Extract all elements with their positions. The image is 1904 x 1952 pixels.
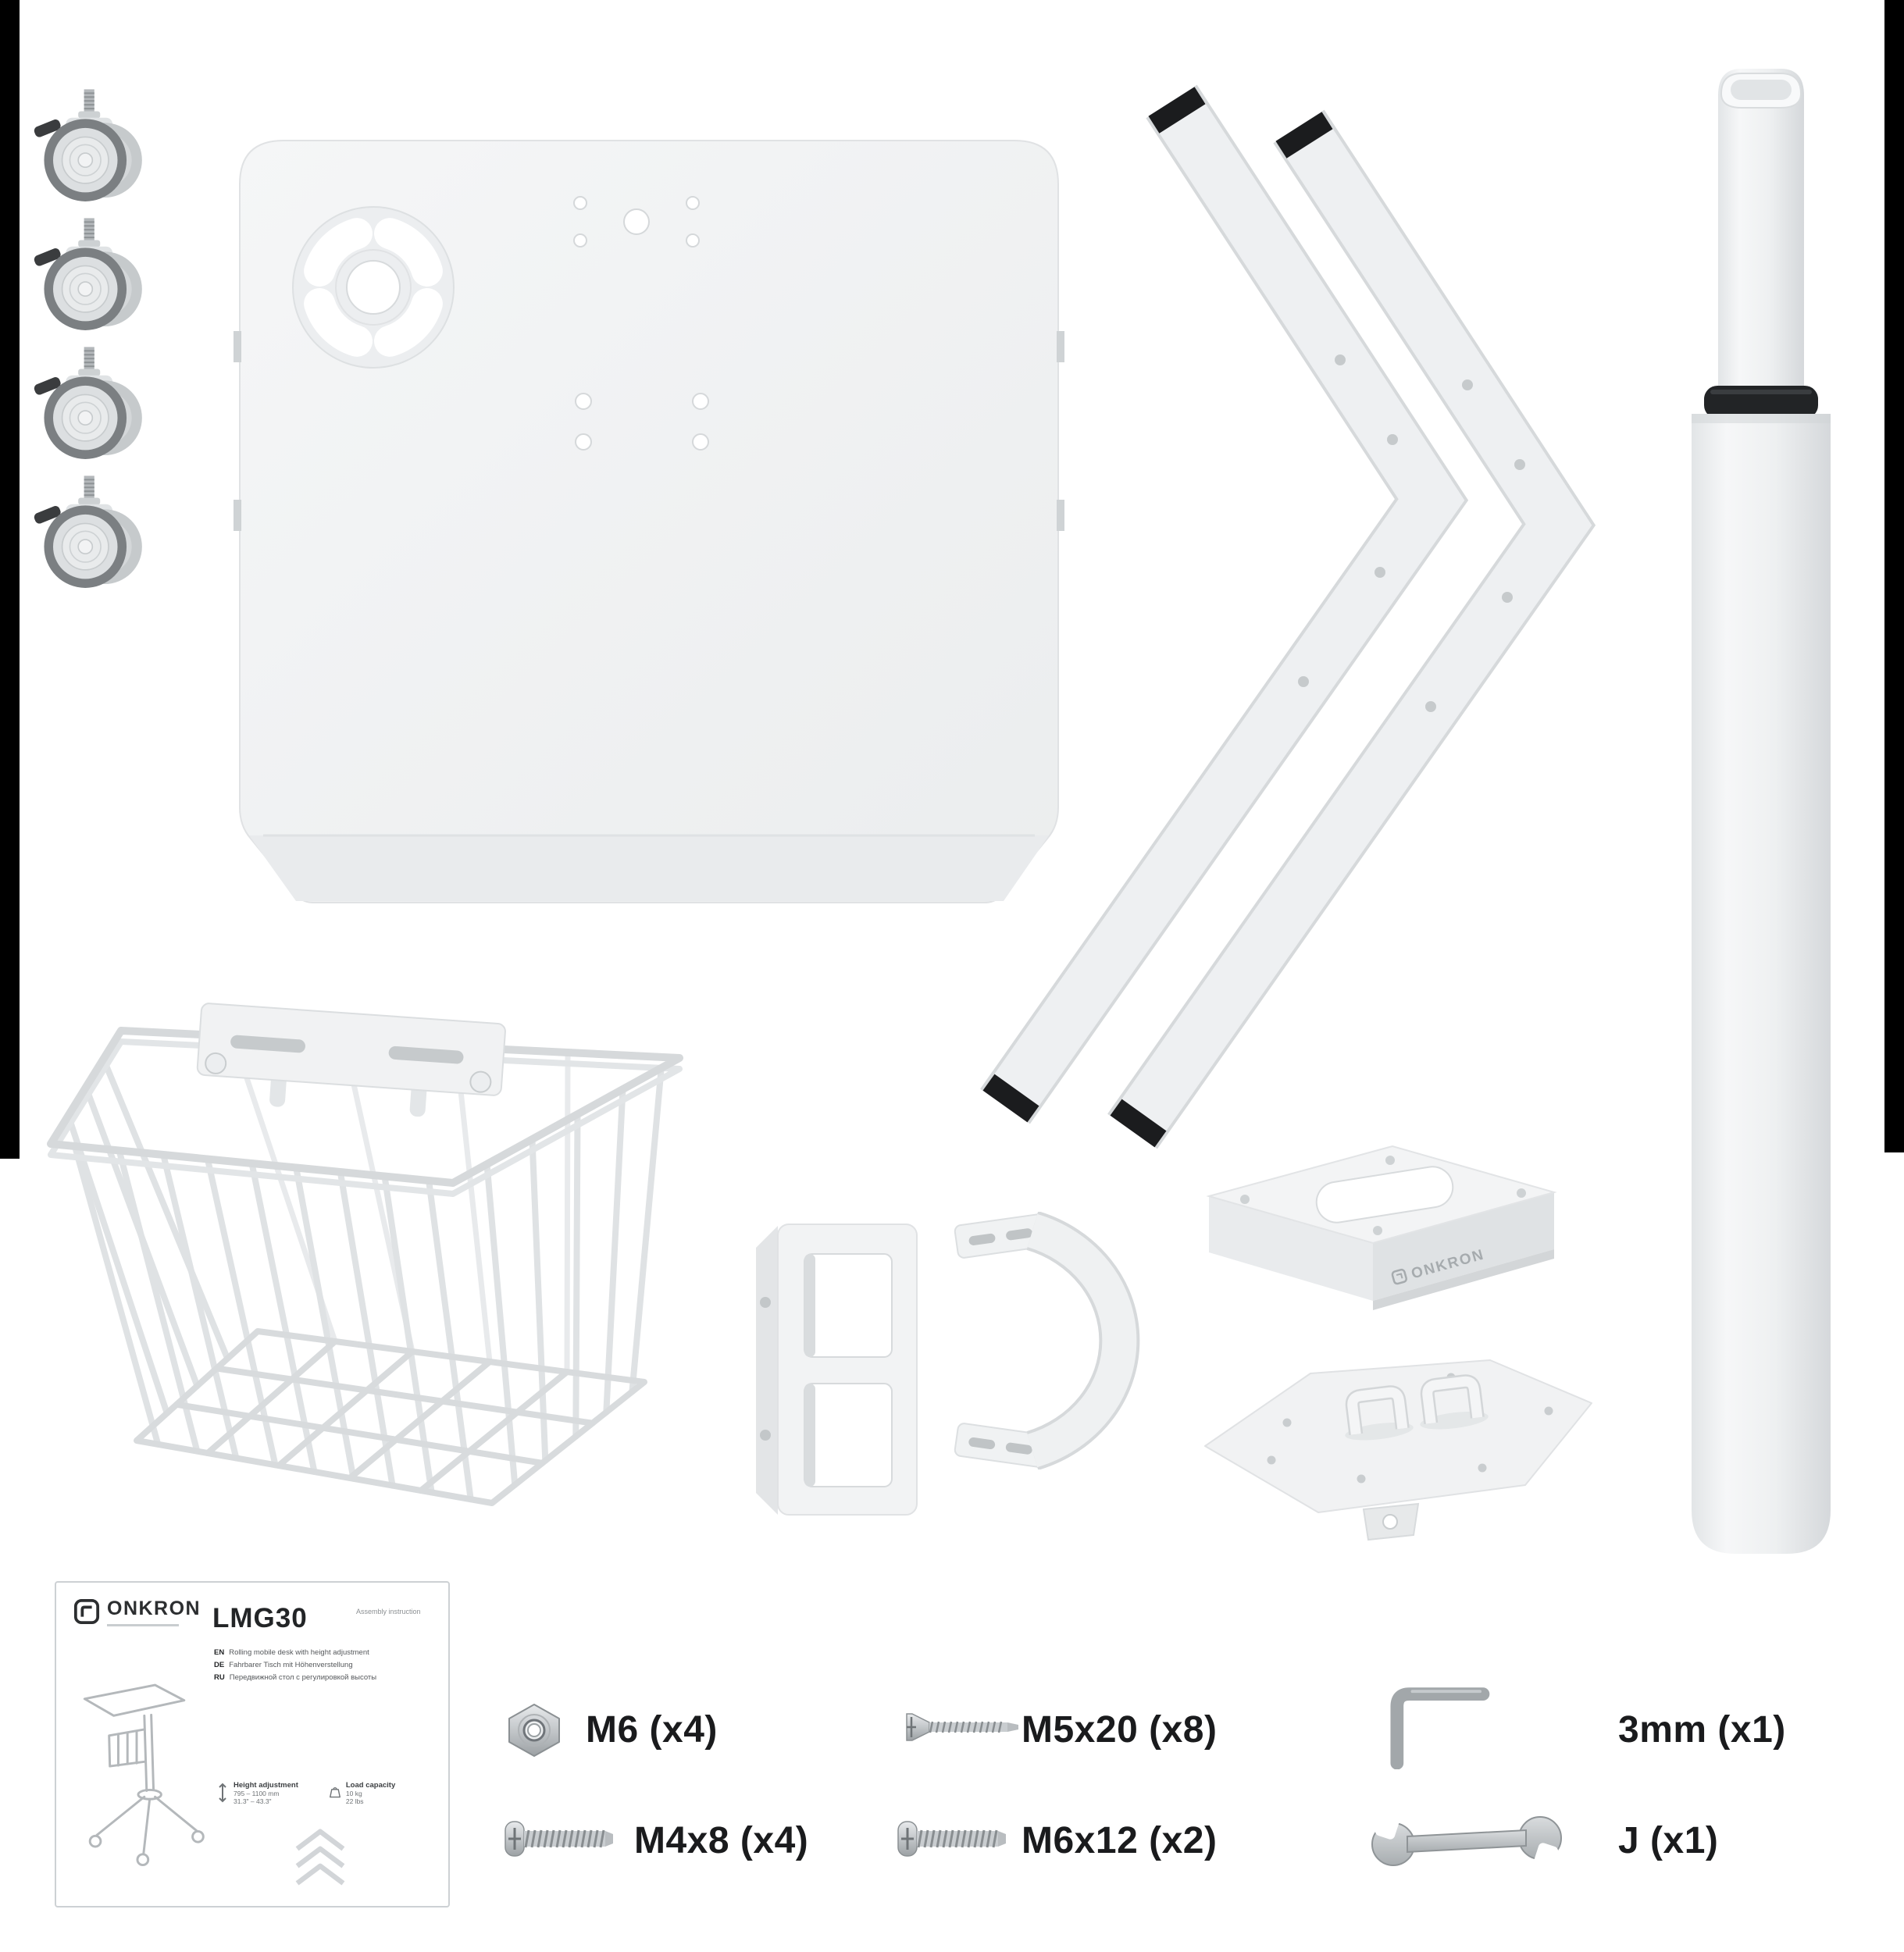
pan-head-screw-icon-m4x8	[505, 1821, 613, 1857]
onkron-watermark-icon	[295, 1829, 345, 1886]
mid-hole-pattern	[575, 393, 709, 451]
frame-bracket	[756, 1224, 918, 1516]
onkron-logo-icon	[73, 1598, 100, 1625]
spec-label: Height adjustment	[234, 1781, 298, 1790]
manual-model: LMG30	[212, 1603, 308, 1633]
u-bracket-2	[1420, 1374, 1489, 1430]
caster-wheel-4	[32, 475, 143, 589]
spec-label: Load capacity	[345, 1781, 396, 1790]
caster-wheel-3	[32, 346, 143, 460]
lang-text: Rolling mobile desk with height adjustme…	[229, 1648, 369, 1657]
open-end-wrench-icon	[1371, 1810, 1562, 1872]
lang-code: RU	[214, 1673, 225, 1682]
spec-load-capacity: Load capacity 10 kg 22 lbs	[329, 1781, 396, 1805]
base-plate	[1204, 1359, 1592, 1541]
hardware-label-m4x8: M4x8 (x4)	[634, 1820, 809, 1861]
hardware-label-3mm: 3mm (x1)	[1618, 1709, 1786, 1751]
pan-head-screw-icon-m6x12	[897, 1821, 1006, 1857]
pole-mount-cutout	[292, 206, 455, 369]
brand-tagline-bar	[107, 1623, 179, 1626]
spec-value: 795 – 1100 mm	[234, 1790, 280, 1797]
allen-key-icon	[1390, 1687, 1490, 1769]
load-capacity-icon	[329, 1787, 341, 1798]
instruction-manual: ONKRON LMG30 Assembly instruction EN Rol…	[55, 1581, 450, 1907]
photo-edge-right	[1884, 0, 1904, 1152]
hardware-label-m6x12: M6x12 (x2)	[1022, 1820, 1218, 1861]
lang-code: EN	[214, 1648, 225, 1657]
onkron-logo: ONKRON	[73, 1598, 201, 1626]
spec-value-alt: 31.3" – 43.3"	[234, 1797, 272, 1805]
wire-basket	[47, 1003, 683, 1506]
lang-line-en: EN Rolling mobile desk with height adjus…	[214, 1648, 376, 1657]
hardware-label-j: J (x1)	[1618, 1820, 1719, 1861]
column-top-mount: ONKRON	[1206, 1145, 1557, 1310]
spec-height-adjustment: Height adjustment 795 – 1100 mm 31.3" – …	[217, 1781, 298, 1805]
manual-language-lines: EN Rolling mobile desk with height adjus…	[214, 1648, 376, 1682]
lang-text: Передвижной стол с регулировкой высоты	[229, 1673, 377, 1682]
brand-name: ONKRON	[107, 1598, 201, 1619]
desk-legs	[949, 74, 1628, 1163]
manual-side-note: Assembly instruction	[356, 1608, 421, 1615]
height-adjustment-icon	[219, 1783, 226, 1803]
manual-specs: Height adjustment 795 – 1100 mm 31.3" – …	[217, 1781, 395, 1805]
hex-nut-icon	[508, 1704, 560, 1757]
lang-text: Fahrbarer Tisch mit Höhenverstellung	[229, 1661, 353, 1669]
spec-value: 10 kg	[345, 1790, 362, 1797]
caster-wheel-2	[32, 217, 143, 331]
photo-edge-left	[0, 0, 20, 1159]
spec-value-alt: 22 lbs	[345, 1797, 364, 1805]
caster-wheel-1	[32, 88, 143, 202]
clamp-bracket	[954, 1212, 1140, 1469]
lang-code: DE	[214, 1661, 225, 1669]
hardware-label-m5x20: M5x20 (x8)	[1022, 1709, 1218, 1751]
u-bracket-1	[1345, 1385, 1414, 1441]
lang-line-ru: RU Передвижной стол с регулировкой высот…	[214, 1673, 376, 1682]
desk-top-panel	[234, 140, 1064, 903]
cart-line-drawing	[83, 1683, 205, 1867]
lifting-column	[1692, 69, 1831, 1554]
hardware-label-m6: M6 (x4)	[586, 1709, 718, 1751]
lang-line-de: DE Fahrbarer Tisch mit Höhenverstellung	[214, 1661, 376, 1669]
top-hole-pattern	[573, 196, 700, 248]
countersunk-screw-icon	[906, 1713, 1018, 1741]
basket-mount-bracket	[196, 1003, 506, 1117]
